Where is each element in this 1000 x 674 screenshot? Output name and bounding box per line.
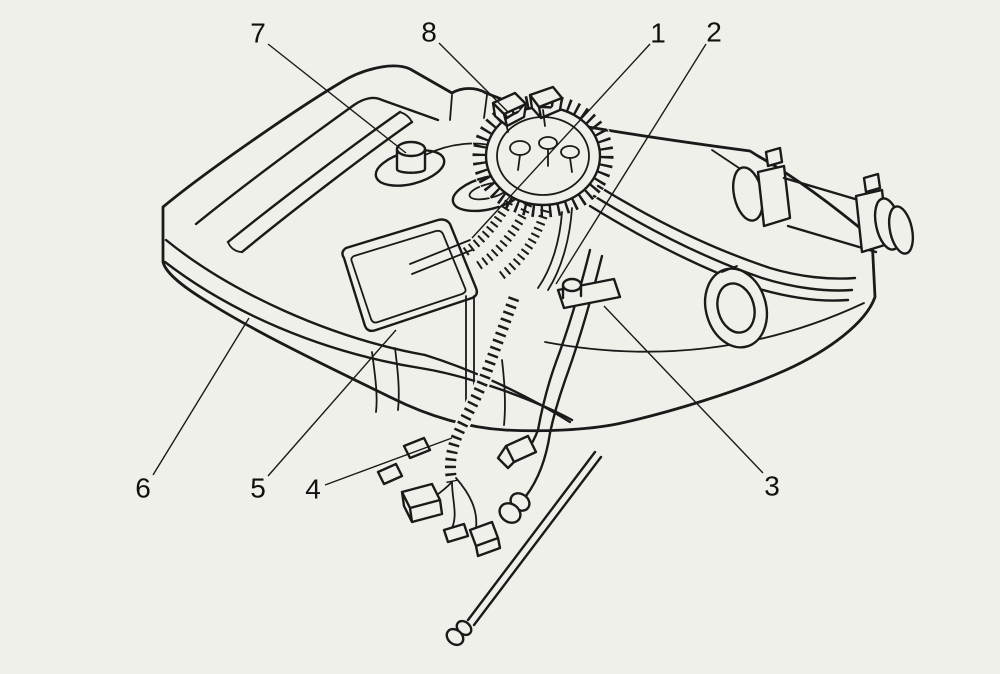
outlet-tube-rib-2	[475, 202, 533, 270]
tank-top-panel	[194, 94, 488, 254]
fuel-pump-module	[459, 85, 616, 291]
callout-5-label: 5	[250, 473, 266, 504]
vent-tube-tip-rib2	[445, 627, 465, 647]
vapor-pipe-bracket	[556, 277, 622, 310]
long-vent-tube-wall-b	[472, 455, 603, 627]
module-connector-b	[528, 85, 564, 120]
bent-tube-b	[524, 431, 552, 498]
panel-step-edge	[194, 96, 440, 226]
filler-tube-assembly	[731, 146, 915, 255]
hose-clamp-1	[756, 164, 792, 228]
callout-1-leader	[471, 43, 651, 239]
harness-clip-b	[376, 462, 404, 486]
tank-front-notch-b	[394, 347, 400, 411]
fitting-stems	[517, 149, 573, 173]
callout-1-label: 1	[650, 18, 666, 49]
harness-wire-c	[455, 477, 478, 529]
outlet-pipe-a	[537, 211, 563, 289]
tube-a-connector	[496, 434, 538, 470]
fuel-line-shield-tray	[341, 218, 479, 333]
tank-seam-lower	[163, 260, 574, 422]
tank-front-notch-c	[501, 359, 506, 426]
callout-3-label: 3	[764, 471, 780, 502]
long-vent-tube-wall-a	[466, 450, 597, 622]
line-bundle-right-1	[596, 184, 857, 280]
callout-8-label: 8	[421, 17, 437, 48]
callout-4-leader	[324, 437, 453, 486]
tank-crease-right	[544, 302, 865, 353]
tank-outline	[161, 64, 877, 433]
pipe-to-tray-a	[409, 239, 471, 265]
harness-connector-box	[400, 482, 444, 524]
hose-clamp-2-tab	[862, 172, 882, 194]
callout-5-leader	[267, 329, 397, 477]
fuel-tank-body	[161, 64, 877, 433]
ring-inner	[716, 282, 756, 334]
harness-wire-b	[451, 481, 456, 529]
outlet-tube-rib-3	[495, 208, 550, 282]
callouts-layer: 1 2 3 4 5 6 7 8	[135, 17, 780, 505]
mounting-ring	[703, 265, 769, 349]
callout-7-label: 7	[250, 18, 266, 49]
rollover-valve-cap	[561, 277, 583, 293]
callout-2-label: 2	[706, 17, 722, 48]
hose-clamp-1-tab	[764, 146, 784, 168]
connector-stem-b	[542, 109, 546, 127]
callout-6-label: 6	[135, 473, 151, 504]
tray-outer	[341, 218, 479, 333]
callout-4-label: 4	[305, 474, 321, 505]
callout-7-leader	[267, 43, 407, 154]
cap-top	[395, 140, 427, 158]
tube-b-connector-rib2	[498, 502, 522, 524]
corrugated-conduit	[444, 296, 520, 484]
panel-drop-edge-a	[449, 94, 453, 121]
panel-ridge-cap-right	[399, 111, 413, 123]
module-corrugated-hose	[472, 94, 614, 218]
callout-2-leader	[555, 43, 707, 285]
panel-drop-edge-b	[483, 94, 488, 119]
outlet-tube-rib-1	[459, 193, 517, 258]
panel-ridge-cap-left	[227, 241, 243, 253]
harness-connector-c	[468, 520, 502, 558]
outlet-pipe-b	[547, 207, 573, 291]
filler-end-cap-outer	[887, 205, 915, 255]
panel-ridge-bottom	[240, 120, 414, 254]
module-flange-outer	[484, 105, 602, 207]
callout-6-leader	[152, 317, 250, 476]
harness-terminal-b	[442, 522, 470, 544]
filler-cap-assembly	[374, 140, 527, 213]
ring-outer	[703, 267, 769, 349]
flange-fitting-b	[538, 136, 558, 150]
callout-8-leader	[438, 42, 509, 113]
panel-ridge-top	[226, 110, 402, 244]
line-bundle-right-2	[592, 194, 854, 292]
module-connector-a	[491, 91, 528, 128]
tank-front-notch-a	[371, 351, 378, 413]
connector-stem-a	[504, 117, 509, 133]
ring-notch	[721, 265, 738, 273]
tank-seam-upper	[164, 238, 427, 357]
fuel-lines	[409, 184, 857, 435]
fuel-tube-connectors	[445, 428, 603, 647]
callout-3-leader	[603, 305, 764, 474]
tray-inner	[350, 229, 467, 324]
